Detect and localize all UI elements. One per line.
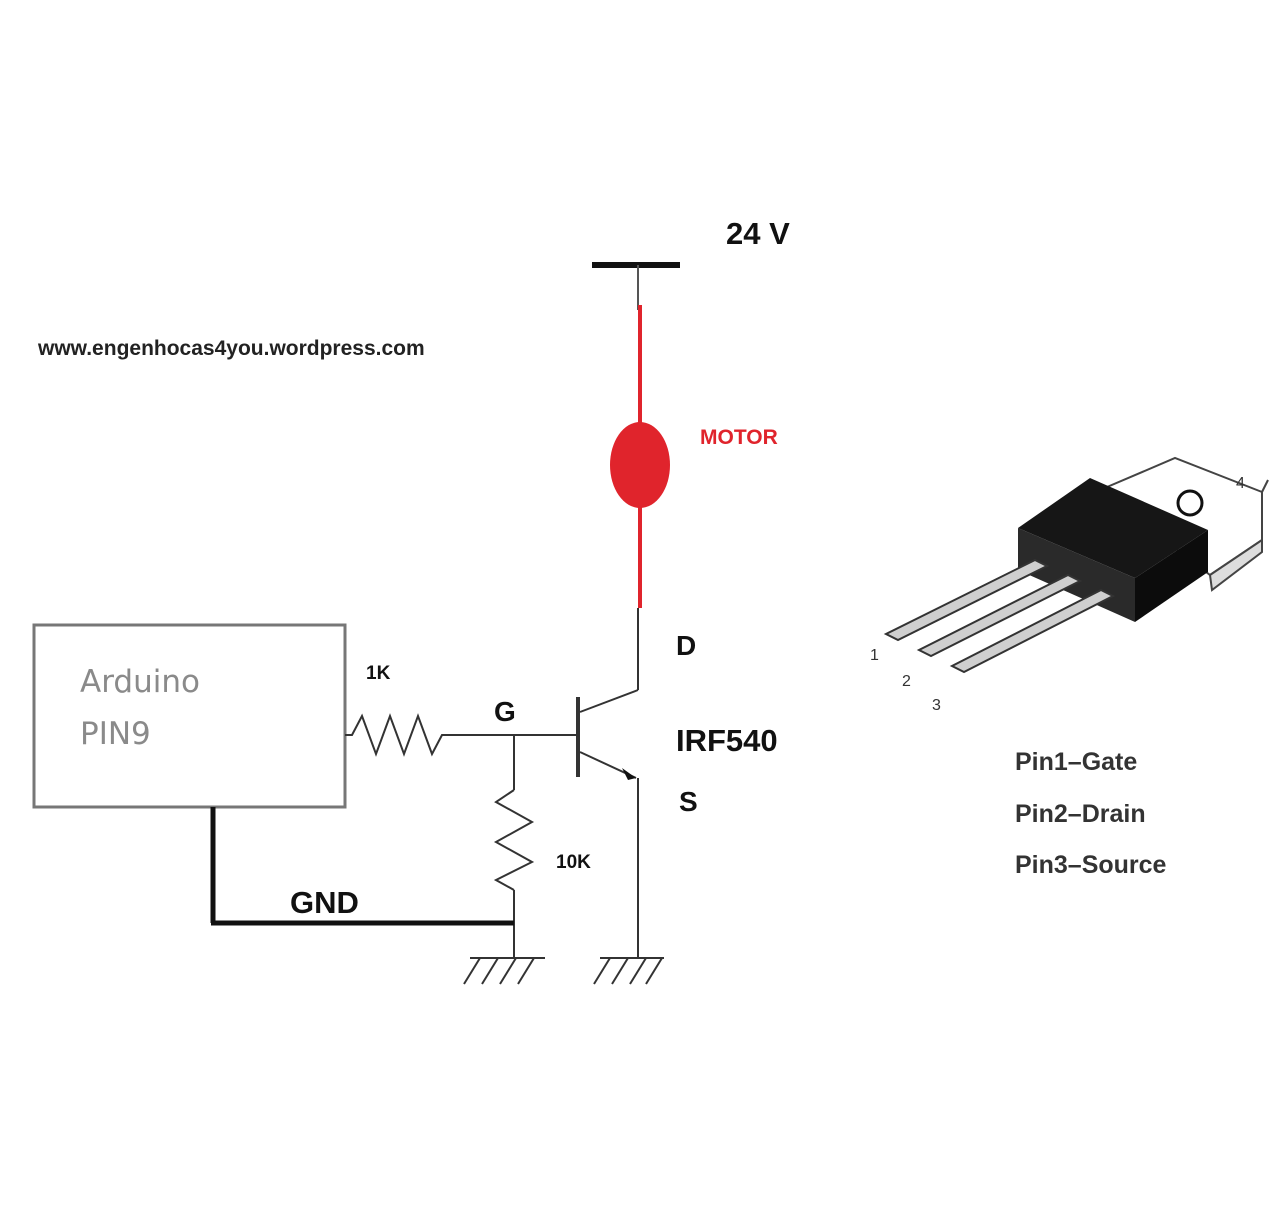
pin-list-item-gate: Pin1–Gate (1015, 748, 1137, 776)
ground-symbol-right (593, 957, 664, 985)
gate-label: G (494, 696, 516, 727)
website-label: www.engenhocas4you.wordpress.com (37, 337, 425, 360)
mounting-hole (1176, 489, 1204, 517)
resistor-1k (345, 713, 450, 757)
pin-number-3: 3 (932, 697, 941, 714)
resistor-10k (493, 789, 535, 891)
part-label: IRF540 (676, 723, 778, 758)
pin-number-2: 2 (902, 673, 911, 690)
pin-number-4: 4 (1236, 475, 1245, 492)
motor-label: MOTOR (700, 426, 778, 449)
gnd-label: GND (290, 885, 359, 920)
ground-symbol-left (463, 957, 545, 985)
resistor-10k-label: 10K (556, 852, 591, 873)
drain-label: D (676, 630, 696, 661)
pin-list-item-source: Pin3–Source (1015, 851, 1167, 879)
to220-package-illustration (883, 456, 1269, 674)
pin-list-item-drain: Pin2–Drain (1015, 800, 1146, 828)
supply-voltage-label: 24 V (726, 216, 790, 251)
drain-lead (579, 689, 639, 713)
motor-symbol (610, 422, 670, 508)
arduino-label: Arduino (80, 664, 200, 700)
arduino-pin-label: PIN9 (80, 716, 151, 752)
arduino-box (32, 623, 347, 809)
resistor-1k-label: 1K (366, 663, 391, 684)
pin-number-1: 1 (870, 647, 879, 664)
source-label: S (679, 786, 698, 817)
source-arrow (622, 768, 636, 780)
